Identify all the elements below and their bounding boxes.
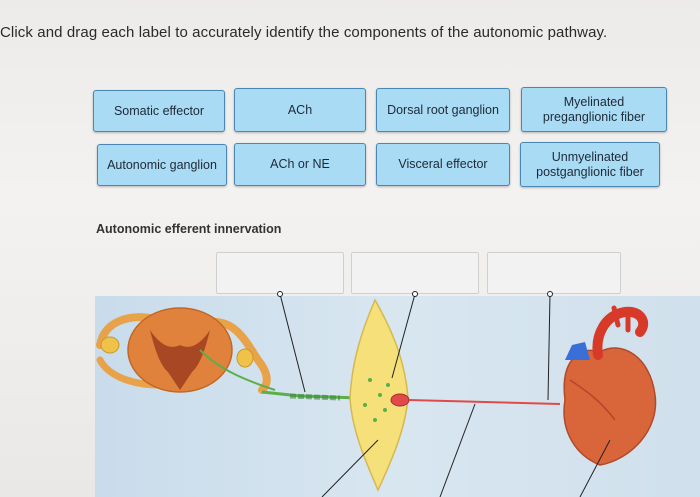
drop-target-3[interactable] (487, 252, 621, 294)
label-autonomic-ganglion[interactable]: Autonomic ganglion (97, 144, 227, 186)
label-somatic-effector[interactable]: Somatic effector (93, 90, 225, 132)
label-visceral-effector[interactable]: Visceral effector (376, 143, 510, 186)
heart-illustration (563, 305, 657, 466)
instructions-text: Click and drag each label to accurately … (0, 24, 608, 41)
label-myelinated-preganglionic-fiber[interactable]: Myelinated preganglionic fiber (521, 87, 667, 132)
spinal-cord-illustration (96, 307, 276, 394)
autonomic-ganglion-illustration (349, 298, 410, 492)
label-ach-or-ne[interactable]: ACh or NE (234, 143, 366, 186)
label-ach[interactable]: ACh (234, 88, 366, 132)
drop-target-2[interactable] (351, 252, 479, 294)
label-unmyelinated-postganglionic-fiber[interactable]: Unmyelinated postganglionic fiber (520, 142, 660, 187)
leader-lines (277, 291, 611, 497)
postganglionic-fiber (408, 399, 561, 405)
label-dorsal-root-ganglion[interactable]: Dorsal root ganglion (376, 88, 510, 132)
drop-target-1[interactable] (216, 252, 344, 294)
section-title: Autonomic efferent innervation (96, 222, 282, 236)
